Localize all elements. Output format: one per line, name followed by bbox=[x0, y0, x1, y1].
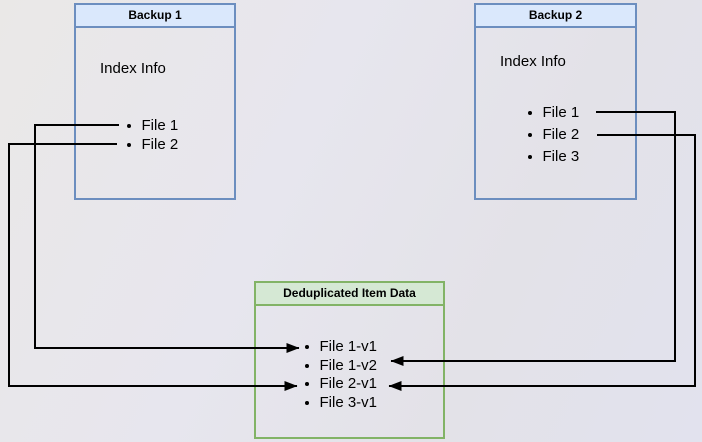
backup-2-title: Backup 2 bbox=[476, 5, 635, 28]
file-item: File 1 bbox=[543, 102, 580, 124]
backup-1-file-list: File 1File 2 bbox=[125, 116, 179, 154]
file-item: File 1-v2 bbox=[320, 357, 378, 376]
node-backup-2: Backup 2 Index Info File 1File 2File 3 bbox=[474, 3, 637, 200]
backup-1-title: Backup 1 bbox=[76, 5, 234, 28]
node-backup-1: Backup 1 Index Info File 1File 2 bbox=[74, 3, 236, 200]
deduplicated-item-data-file-list: File 1-v1File 1-v2File 2-v1File 3-v1 bbox=[303, 338, 378, 413]
file-item: File 2-v1 bbox=[320, 375, 378, 394]
file-item: File 3-v1 bbox=[320, 394, 378, 413]
backup-2-index-info-label: Index Info bbox=[500, 53, 566, 70]
deduplicated-item-data-title: Deduplicated Item Data bbox=[256, 283, 443, 306]
file-item: File 1-v1 bbox=[320, 338, 378, 357]
node-deduplicated-item-data: Deduplicated Item Data File 1-v1File 1-v… bbox=[254, 281, 445, 439]
file-item: File 2 bbox=[142, 135, 179, 154]
file-item: File 2 bbox=[543, 124, 580, 146]
file-item: File 3 bbox=[543, 146, 580, 168]
file-item: File 1 bbox=[142, 116, 179, 135]
backup-2-file-list: File 1File 2File 3 bbox=[526, 102, 580, 168]
backup-1-index-info-label: Index Info bbox=[100, 60, 166, 77]
